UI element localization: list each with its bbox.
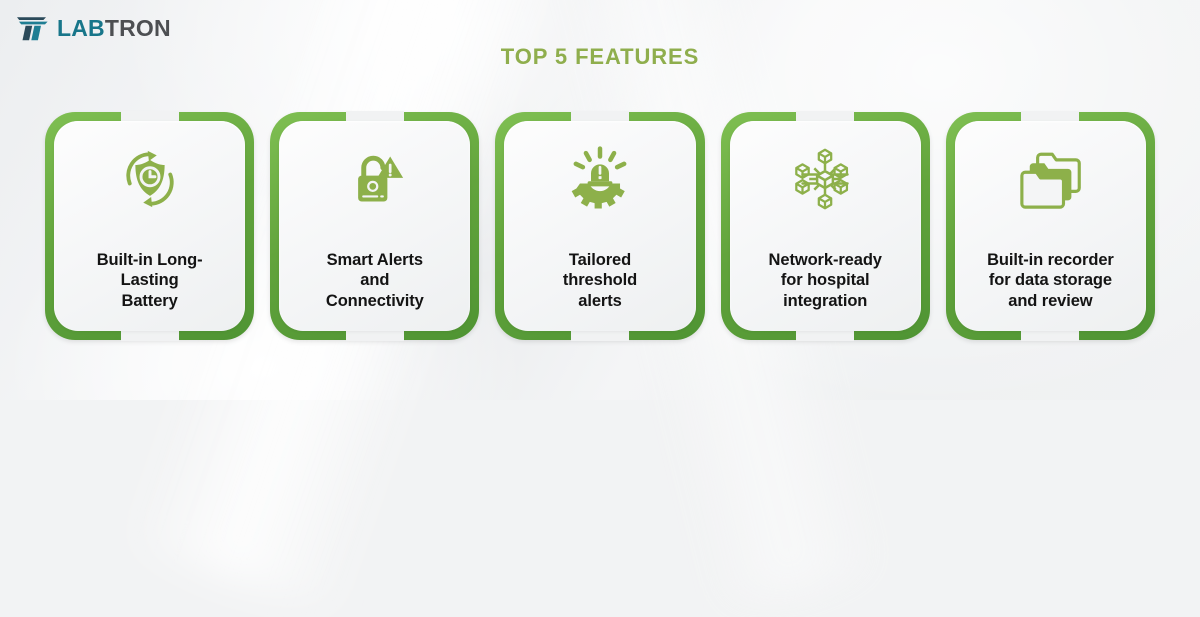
alarm-beacon-gear-icon [564, 143, 636, 215]
feature-card[interactable]: Built-in recorder for data storage and r… [945, 112, 1156, 340]
brand-logo: LABTRON [16, 14, 171, 42]
card-inner-panel: Network-ready for hospital integration [729, 121, 921, 331]
features-card-row: Built-in Long- Lasting Battery Smart Ale… [45, 112, 1156, 340]
feature-card-label: Network-ready for hospital integration [768, 250, 882, 310]
feature-card-label: Built-in recorder for data storage and r… [987, 250, 1114, 310]
brand-wordmark: LABTRON [57, 14, 171, 41]
page-title: TOP 5 FEATURES [500, 44, 700, 69]
brand-wordmark-lab: LAB [57, 14, 105, 41]
shield-clock-refresh-icon [114, 143, 186, 215]
feature-card[interactable]: Tailored threshold alerts [495, 112, 705, 340]
labtron-t-mark-icon [17, 17, 48, 41]
feature-card[interactable]: Built-in Long- Lasting Battery [45, 112, 255, 340]
feature-card-label: Smart Alerts and Connectivity [325, 250, 424, 310]
padlock-warning-icon [339, 143, 411, 215]
card-inner-panel: Built-in Long- Lasting Battery [54, 121, 246, 331]
card-inner-panel: Built-in recorder for data storage and r… [954, 121, 1147, 331]
feature-card[interactable]: Network-ready for hospital integration [720, 112, 930, 340]
card-inner-panel: Tailored threshold alerts [504, 121, 696, 331]
feature-card-label: Tailored threshold alerts [562, 250, 638, 310]
stacked-folders-icon [1014, 143, 1086, 215]
feature-card-label: Built-in Long- Lasting Battery [96, 250, 203, 310]
feature-card[interactable]: Smart Alerts and Connectivity [270, 112, 480, 340]
brand-wordmark-tron: TRON [104, 14, 171, 41]
network-cubes-icon [789, 143, 861, 215]
card-inner-panel: Smart Alerts and Connectivity [279, 121, 471, 331]
